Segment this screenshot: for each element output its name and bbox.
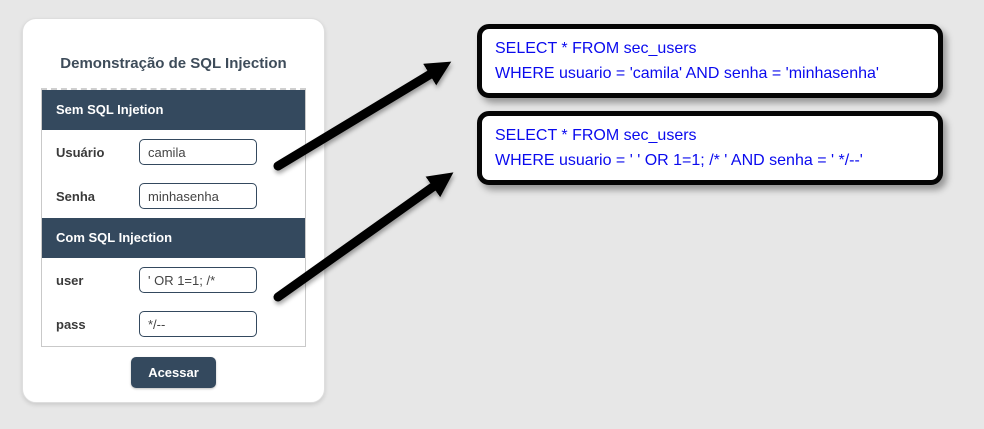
field-row-senha: Senha <box>42 174 305 218</box>
page-title: Demonstração de SQL Injection <box>60 55 287 72</box>
sql-query-box-with-injection: SELECT * FROM sec_users WHERE usuario = … <box>477 111 943 185</box>
sql-injection-demo-card: Demonstração de SQL Injection Sem SQL In… <box>22 18 325 403</box>
field-row-user: user <box>42 258 305 302</box>
user-input[interactable] <box>139 267 257 293</box>
section-header-sem-sql-injetion: Sem SQL Injetion <box>42 90 305 130</box>
sql-query-line: SELECT * FROM sec_users <box>495 127 697 144</box>
pass-input[interactable] <box>139 311 257 337</box>
sql-query-line: WHERE usuario = 'camila' AND senha = 'mi… <box>495 65 879 82</box>
login-form-panel: Sem SQL Injetion Usuário Senha Com SQL I… <box>41 88 306 347</box>
field-row-pass: pass <box>42 302 305 346</box>
user-label: user <box>56 272 84 288</box>
sql-query-line: WHERE usuario = ' ' OR 1=1; /* ' AND sen… <box>495 152 863 169</box>
usuario-label: Usuário <box>56 144 105 160</box>
senha-label: Senha <box>56 188 96 204</box>
section-header-com-sql-injection: Com SQL Injection <box>42 218 305 258</box>
sql-query-line: SELECT * FROM sec_users <box>495 40 697 57</box>
sql-query-box-without-injection: SELECT * FROM sec_users WHERE usuario = … <box>477 24 943 98</box>
pass-label: pass <box>56 316 86 332</box>
acessar-button[interactable]: Acessar <box>131 357 216 388</box>
usuario-input[interactable] <box>139 139 257 165</box>
senha-input[interactable] <box>139 183 257 209</box>
field-row-usuario: Usuário <box>42 130 305 174</box>
